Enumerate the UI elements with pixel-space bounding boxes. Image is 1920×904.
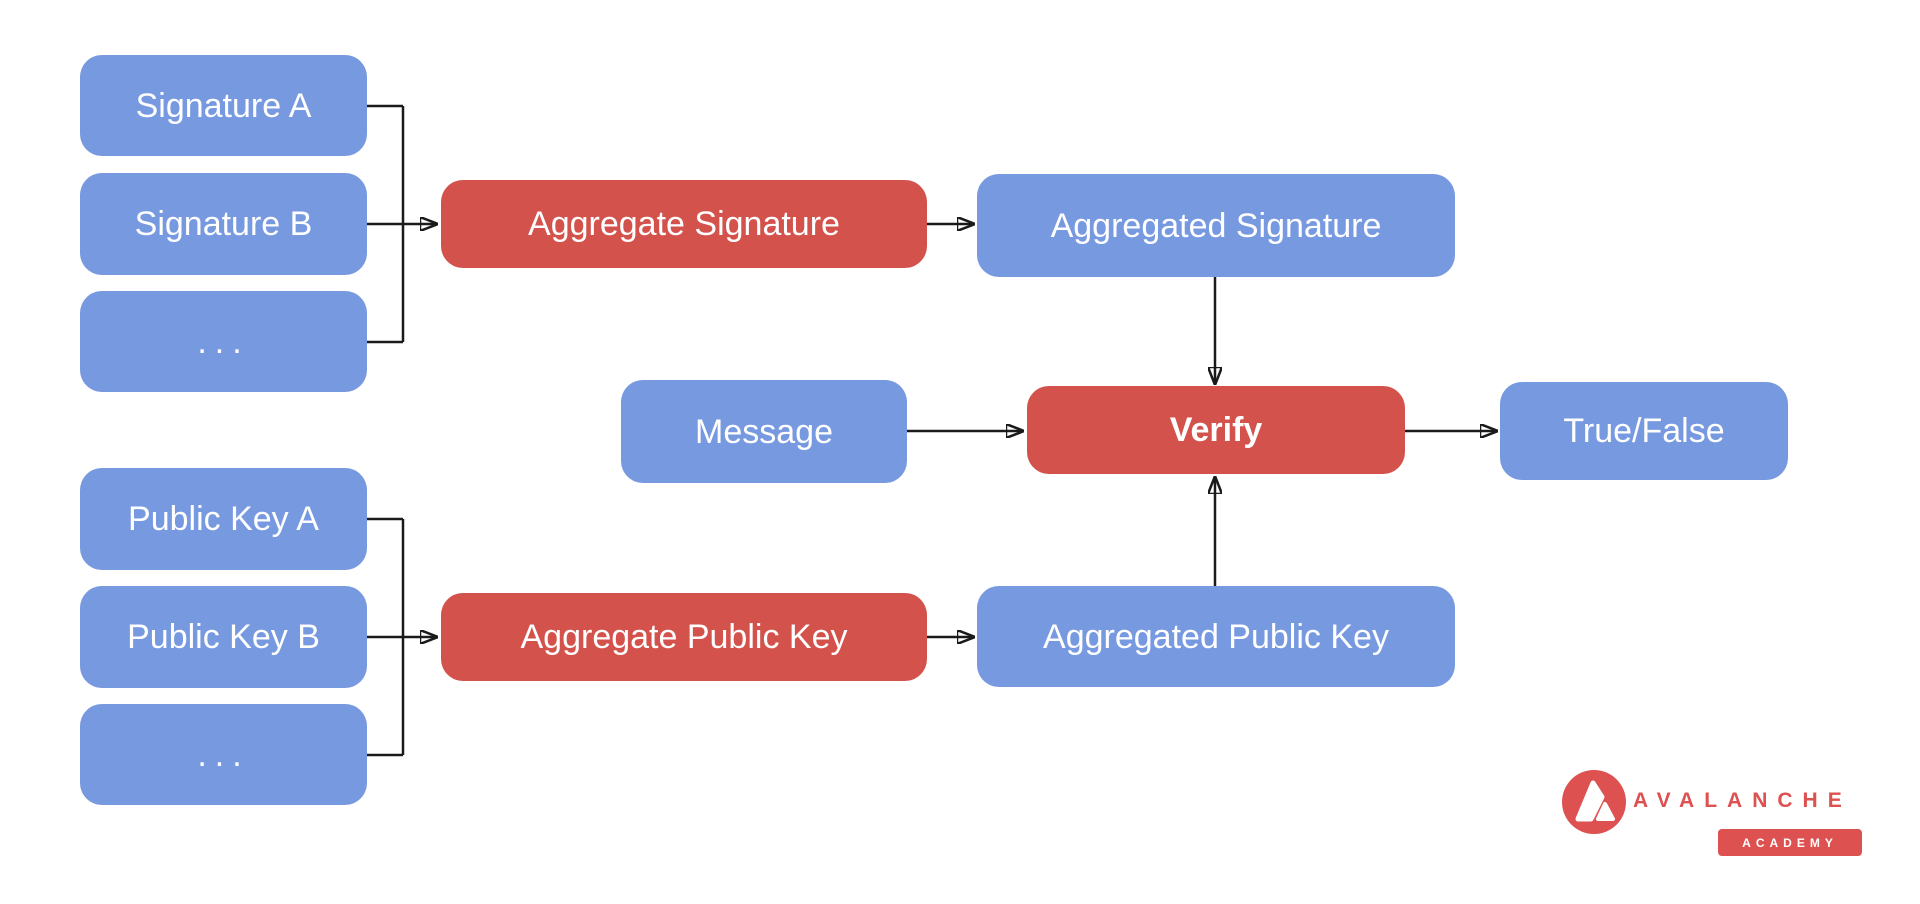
- node-aggregate-signature: Aggregate Signature: [441, 180, 927, 268]
- avalanche-wordmark: AVALANCHE: [1633, 789, 1852, 812]
- node-public-key-ellipsis: ...: [80, 704, 367, 805]
- node-aggregate-public-key: Aggregate Public Key: [441, 593, 927, 681]
- node-signature-a: Signature A: [80, 55, 367, 156]
- node-true-false: True/False: [1500, 382, 1788, 480]
- avalanche-logo-icon: [1562, 770, 1626, 834]
- node-signature-ellipsis: ...: [80, 291, 367, 392]
- academy-badge: ACADEMY: [1718, 829, 1862, 856]
- node-public-key-a: Public Key A: [80, 468, 367, 570]
- node-message: Message: [621, 380, 907, 483]
- node-aggregated-public-key: Aggregated Public Key: [977, 586, 1455, 687]
- node-public-key-b: Public Key B: [80, 586, 367, 688]
- node-verify: Verify: [1027, 386, 1405, 474]
- node-aggregated-signature: Aggregated Signature: [977, 174, 1455, 277]
- node-signature-b: Signature B: [80, 173, 367, 275]
